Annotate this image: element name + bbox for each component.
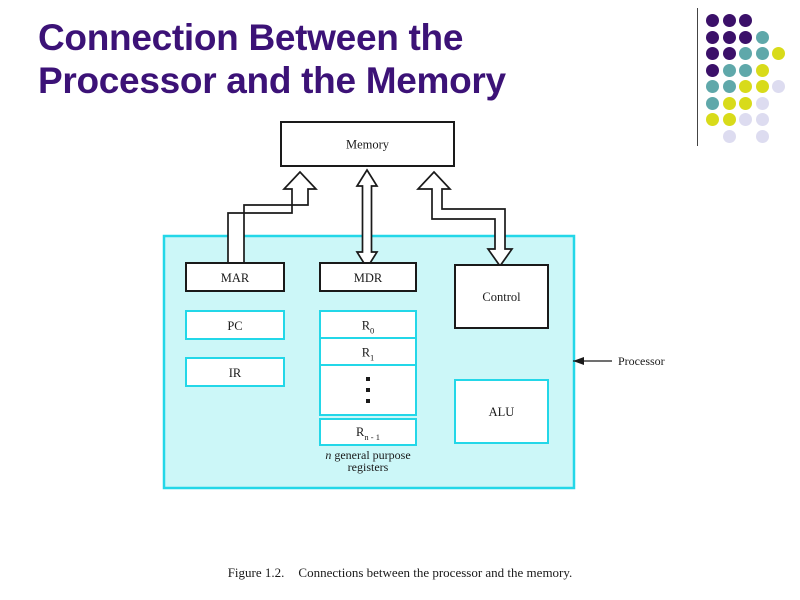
page-title-line-2: Processor and the Memory bbox=[38, 60, 506, 102]
decorative-dot bbox=[772, 80, 785, 93]
figure-caption-text: Connections between the processor and th… bbox=[298, 565, 573, 580]
mar-box-label: MAR bbox=[221, 271, 250, 285]
memory-box bbox=[280, 121, 455, 167]
decorative-dot bbox=[706, 96, 719, 110]
decorative-dot bbox=[706, 113, 719, 126]
alu-box-label: ALU bbox=[489, 405, 515, 419]
decorative-dot bbox=[722, 30, 736, 44]
decorative-dot bbox=[722, 47, 736, 60]
decorative-dot bbox=[739, 80, 752, 93]
processor-callout: Processor bbox=[573, 354, 665, 368]
register-r0-base: R bbox=[362, 319, 371, 333]
control-box-label: Control bbox=[482, 290, 521, 304]
arrow-mdr-memory-bidirectional bbox=[355, 168, 379, 270]
decorative-dot bbox=[722, 63, 736, 77]
register-r0-subscript: 0 bbox=[370, 326, 374, 336]
pc-box-label: PC bbox=[227, 319, 242, 333]
decorative-dot bbox=[755, 47, 769, 60]
memory-box-label: Memory bbox=[346, 138, 390, 152]
decorative-dot bbox=[739, 113, 752, 126]
decorative-dot bbox=[755, 96, 769, 110]
ir-box bbox=[185, 357, 285, 387]
processor-callout-arrowhead bbox=[573, 357, 584, 365]
decorative-dot bbox=[706, 47, 719, 60]
figure-caption: Figure 1.2. Connections between the proce… bbox=[0, 565, 800, 581]
decorative-dot bbox=[706, 80, 719, 93]
mdr-box-label: MDR bbox=[354, 271, 383, 285]
registers-caption-italic: n bbox=[325, 448, 331, 462]
decorative-dot bbox=[755, 129, 769, 143]
decorative-dot bbox=[722, 129, 736, 143]
register-r1-cell bbox=[319, 337, 417, 366]
register-rn-base: R bbox=[356, 425, 365, 439]
processor-callout-label: Processor bbox=[618, 354, 665, 368]
control-box bbox=[454, 264, 549, 329]
ir-box-label: IR bbox=[229, 366, 242, 380]
decorative-dot bbox=[722, 96, 736, 110]
decorative-dot bbox=[739, 14, 752, 27]
register-r0-cell bbox=[319, 310, 417, 339]
decorative-dot bbox=[722, 80, 736, 93]
register-r1-subscript: 1 bbox=[370, 353, 374, 363]
decorative-dot bbox=[772, 47, 785, 60]
page-title: Connection Between the Processor and the… bbox=[38, 16, 658, 103]
arrow-mar-to-memory bbox=[227, 170, 318, 285]
register-r1-label: R1 bbox=[362, 346, 375, 363]
registers-caption-rest: general purpose bbox=[331, 448, 410, 462]
decorative-dot bbox=[706, 14, 719, 27]
register-r0-label: R0 bbox=[362, 319, 375, 336]
register-ellipsis-dot-3 bbox=[366, 399, 370, 403]
register-rn-label: Rn - 1 bbox=[356, 425, 380, 442]
decorative-dot bbox=[755, 113, 769, 126]
register-rn-cell bbox=[319, 418, 417, 446]
decorative-dot-grid bbox=[706, 14, 792, 143]
decorative-dot bbox=[739, 47, 752, 60]
decorative-dot bbox=[722, 113, 736, 126]
registers-caption-line-1: n general purpose bbox=[325, 448, 410, 462]
mdr-box bbox=[319, 262, 417, 292]
figure-caption-number: Figure 1.2. bbox=[227, 565, 285, 580]
registers-caption-line-2: registers bbox=[348, 460, 389, 474]
pc-box bbox=[185, 310, 285, 340]
alu-box bbox=[454, 379, 549, 444]
header-divider-line bbox=[697, 8, 698, 146]
register-r1-base: R bbox=[362, 346, 371, 360]
decorative-dot bbox=[739, 63, 752, 77]
decorative-dot bbox=[755, 63, 769, 77]
page-title-line-1: Connection Between the bbox=[38, 17, 464, 58]
decorative-dot bbox=[739, 96, 752, 110]
mar-box bbox=[185, 262, 285, 292]
register-rn-subscript: n - 1 bbox=[364, 432, 380, 442]
decorative-dot bbox=[755, 80, 769, 93]
decorative-dot bbox=[706, 30, 719, 44]
decorative-dot bbox=[739, 30, 752, 44]
register-ellipsis-dot-1 bbox=[366, 377, 370, 381]
register-ellipsis-dot-2 bbox=[366, 388, 370, 392]
decorative-dot bbox=[706, 63, 719, 77]
decorative-dot bbox=[722, 14, 736, 27]
decorative-dot bbox=[755, 30, 769, 44]
